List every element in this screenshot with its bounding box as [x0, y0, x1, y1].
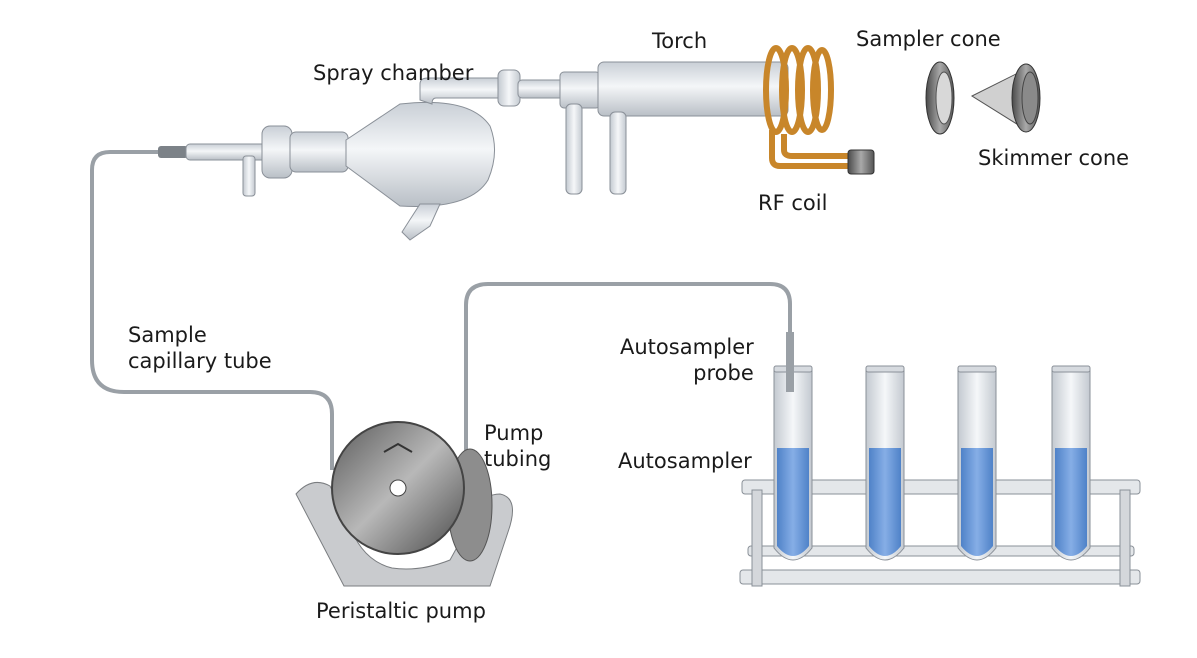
skimmer-cone: [970, 63, 1041, 133]
rf-coil-label: RF coil: [758, 191, 828, 215]
torch-label: Torch: [652, 29, 708, 53]
skimmer-cone-label: Skimmer cone: [978, 146, 1130, 170]
peristaltic-pump: [295, 421, 513, 587]
sampler-cone-label: Sampler cone: [856, 27, 1001, 51]
peristaltic-pump-label: Peristaltic pump: [316, 599, 486, 623]
sample-liquid: [1055, 448, 1087, 556]
sample-capillary-tube-label-line1: Sample: [128, 323, 207, 347]
sample-tube: [865, 365, 905, 561]
torch: [497, 61, 789, 195]
sample-tube: [1051, 365, 1091, 561]
spray-chamber: [289, 77, 511, 241]
sample-capillary-tube-label-line2: capillary tube: [128, 349, 272, 373]
rf-coil: [763, 45, 850, 169]
pump-tubing-label-line1: Pump: [484, 421, 544, 445]
sample-capillary-tube: [90, 150, 334, 470]
sample-tube: [957, 365, 997, 561]
autosampler-probe-label: Autosampler probe: [620, 334, 754, 386]
rf-coil-connector: [847, 149, 875, 175]
spray-chamber-label: Spray chamber: [313, 61, 474, 85]
sampler-cone: [925, 61, 955, 135]
autosampler-probe-label-line1: Autosampler: [620, 335, 754, 359]
autosampler-tubes: [773, 365, 1091, 561]
sample-liquid: [869, 448, 901, 556]
sample-tube: [773, 365, 813, 561]
pump-tubing-label: Pump tubing: [484, 420, 551, 472]
sample-liquid: [777, 448, 809, 556]
pump-to-probe-tubing: [464, 282, 792, 470]
autosampler-label: Autosampler: [618, 449, 752, 473]
autosampler-rack: [739, 479, 1141, 587]
nebulizer: [158, 125, 293, 197]
sample-liquid: [961, 448, 993, 556]
autosampler-probe: [786, 332, 794, 392]
sample-capillary-tube-label: Sample capillary tube: [128, 322, 272, 374]
autosampler-probe-label-line2: probe: [693, 361, 754, 385]
pump-tubing-label-line2: tubing: [484, 447, 552, 471]
